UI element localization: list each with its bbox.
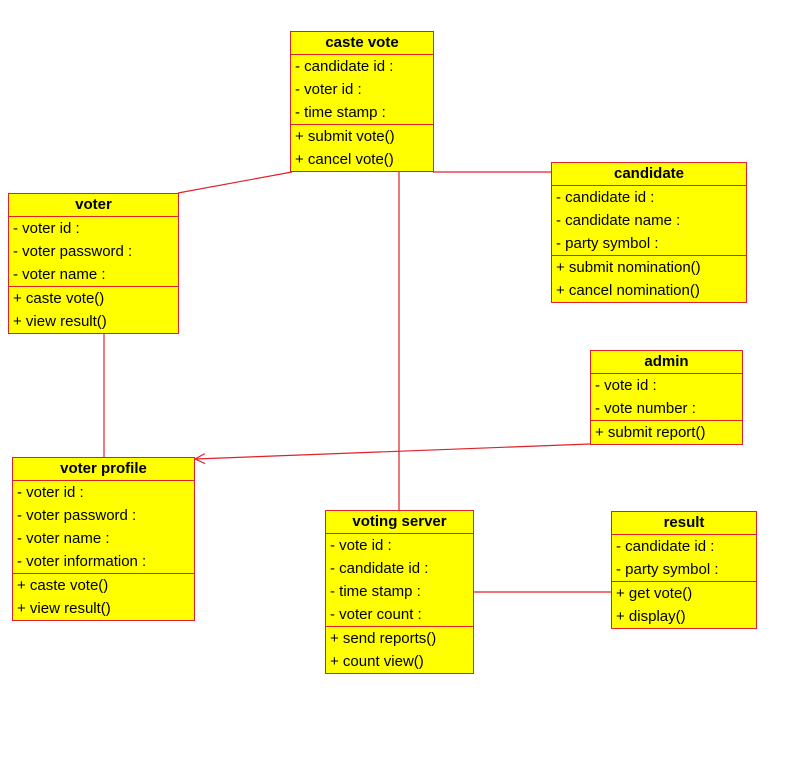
- class-name: voting server: [326, 511, 473, 534]
- class-admin: admin - vote id : - vote number : + subm…: [590, 350, 743, 445]
- attributes-section: - candidate id : - candidate name : - pa…: [552, 186, 746, 256]
- class-name: result: [612, 512, 756, 535]
- class-voting-server: voting server - vote id : - candidate id…: [325, 510, 474, 674]
- attribute: - candidate id :: [616, 538, 715, 555]
- attribute: - party symbol :: [556, 235, 659, 252]
- method: + submit vote(): [295, 128, 395, 145]
- attribute: - candidate id :: [556, 189, 655, 206]
- methods-section: + send reports() + count view(): [326, 627, 473, 673]
- method: + cancel vote(): [295, 151, 394, 168]
- methods-section: + submit nomination() + cancel nominatio…: [552, 256, 746, 302]
- method: + caste vote(): [17, 577, 109, 594]
- attribute: - candidate id :: [295, 58, 394, 75]
- method: + cancel nomination(): [556, 282, 700, 299]
- class-name: voter: [9, 194, 178, 217]
- methods-section: + caste vote() + view result(): [9, 287, 178, 333]
- method: + view result(): [17, 600, 111, 617]
- method: + caste vote(): [13, 290, 105, 307]
- methods-section: + submit vote() + cancel vote(): [291, 125, 433, 171]
- methods-section: + get vote() + display(): [612, 582, 756, 628]
- assoc-castevote-voter: [177, 171, 293, 194]
- attribute: - voter name :: [17, 530, 110, 547]
- attributes-section: - vote id : - vote number :: [591, 374, 742, 421]
- attribute: - voter id :: [13, 220, 80, 237]
- attribute: - vote id :: [330, 537, 392, 554]
- attribute: - voter id :: [295, 81, 362, 98]
- methods-section: + caste vote() + view result(): [13, 574, 194, 620]
- methods-section: + submit report(): [591, 421, 742, 444]
- attribute: - party symbol :: [616, 561, 719, 578]
- attribute: - voter count :: [330, 606, 422, 623]
- attribute: - candidate name :: [556, 212, 681, 229]
- class-caste-vote: caste vote - candidate id : - voter id :…: [290, 31, 434, 172]
- method: + get vote(): [616, 585, 693, 602]
- attributes-section: - candidate id : - voter id : - time sta…: [291, 55, 433, 125]
- attribute: - vote number :: [595, 400, 696, 417]
- attribute: - time stamp :: [330, 583, 421, 600]
- class-candidate: candidate - candidate id : - candidate n…: [551, 162, 747, 303]
- method: + submit nomination(): [556, 259, 701, 276]
- class-result: result - candidate id : - party symbol :…: [611, 511, 757, 629]
- method: + count view(): [330, 653, 424, 670]
- attribute: - voter id :: [17, 484, 84, 501]
- class-voter: voter - voter id : - voter password : - …: [8, 193, 179, 334]
- class-name: caste vote: [291, 32, 433, 55]
- class-voter-profile: voter profile - voter id : - voter passw…: [12, 457, 195, 621]
- assoc-admin-voterprofile: [194, 443, 591, 465]
- attribute: - voter information :: [17, 553, 147, 570]
- attribute: - voter password :: [17, 507, 137, 524]
- class-name: voter profile: [13, 458, 194, 481]
- method: + send reports(): [330, 630, 437, 647]
- attribute: - voter password :: [13, 243, 133, 260]
- method: + display(): [616, 608, 686, 625]
- class-name: candidate: [552, 163, 746, 186]
- attributes-section: - voter id : - voter password : - voter …: [9, 217, 178, 287]
- attribute: - time stamp :: [295, 104, 386, 121]
- attributes-section: - voter id : - voter password : - voter …: [13, 481, 194, 574]
- attributes-section: - vote id : - candidate id : - time stam…: [326, 534, 473, 627]
- attributes-section: - candidate id : - party symbol :: [612, 535, 756, 582]
- attribute: - candidate id :: [330, 560, 429, 577]
- class-name: admin: [591, 351, 742, 374]
- method: + submit report(): [595, 424, 706, 441]
- attribute: - voter name :: [13, 266, 106, 283]
- attribute: - vote id :: [595, 377, 657, 394]
- method: + view result(): [13, 313, 107, 330]
